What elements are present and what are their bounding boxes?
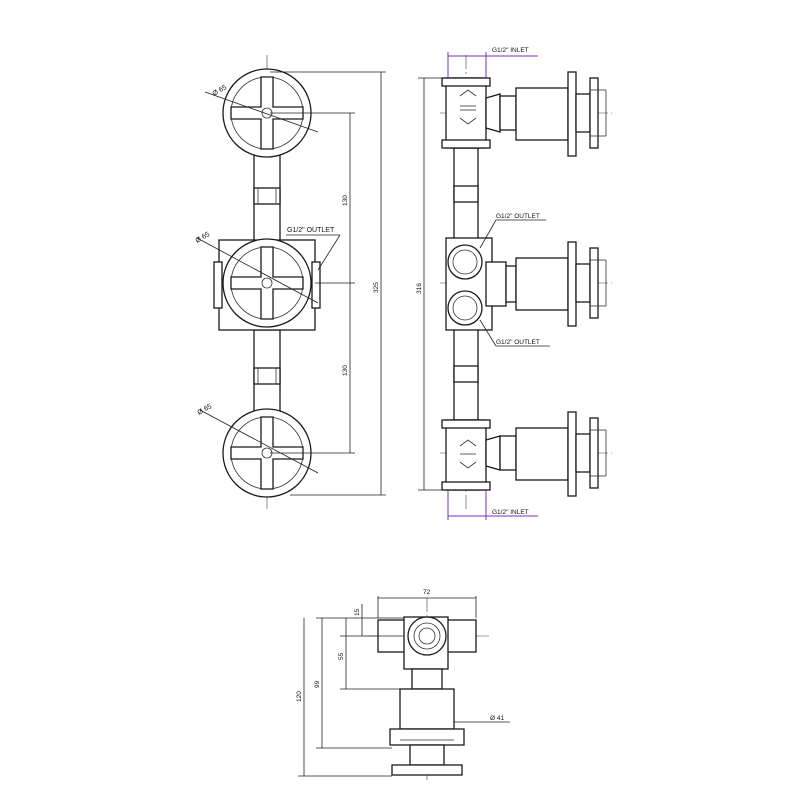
dim-316: 316 (416, 283, 423, 294)
side-dimension-316 (418, 77, 444, 491)
front-view: Ø 65 Ø 65 Ø 65 G1/2" OUTLET 130 130 325 (195, 55, 386, 512)
inlet-dim-top (447, 52, 538, 78)
side-cartridge-top (485, 71, 607, 157)
front-diameter-leaders (196, 91, 319, 474)
side-tee-bottom (441, 419, 491, 491)
inlet-dim-bottom (447, 490, 538, 520)
dia-label-bot: Ø 65 (197, 403, 214, 417)
front-pipe-upper (253, 154, 281, 244)
side-cartridge-middle (505, 241, 607, 327)
inlet-label-bottom: G1/2" INLET (492, 509, 529, 516)
dim-325: 325 (373, 282, 380, 293)
side-cartridge-bottom (485, 411, 607, 497)
dim-55: 55 (338, 652, 345, 660)
front-handle-bottom (222, 408, 312, 498)
side-middle-block (445, 237, 507, 331)
front-pipe-lower (253, 329, 281, 419)
side-view: G1/2" INLET G1/2" INLET G1/2" OUTLET G1/… (416, 47, 612, 520)
dim-130-bot: 130 (342, 365, 349, 376)
dim-120: 120 (296, 691, 303, 702)
dim-99: 99 (314, 680, 321, 688)
dia-41: Ø 41 (490, 715, 504, 722)
dim-72: 72 (423, 589, 431, 596)
side-outlet-lower: G1/2" OUTLET (496, 339, 540, 346)
bottom-body (377, 616, 477, 776)
bottom-view: 72 15 55 99 120 Ø 41 (296, 589, 510, 780)
bottom-dimensions (298, 596, 510, 777)
dim-130-top: 130 (342, 195, 349, 206)
dia-label-mid: Ø 65 (195, 231, 212, 245)
dia-label-top: Ø 65 (212, 84, 229, 98)
inlet-label-top: G1/2" INLET (492, 47, 529, 54)
side-tee-top (441, 77, 491, 149)
front-dimensions (270, 71, 386, 496)
front-outlet-label: G1/2" OUTLET (287, 227, 335, 234)
dim-15: 15 (354, 608, 361, 616)
side-outlet-upper: G1/2" OUTLET (496, 213, 540, 220)
front-handle-middle (222, 238, 312, 328)
